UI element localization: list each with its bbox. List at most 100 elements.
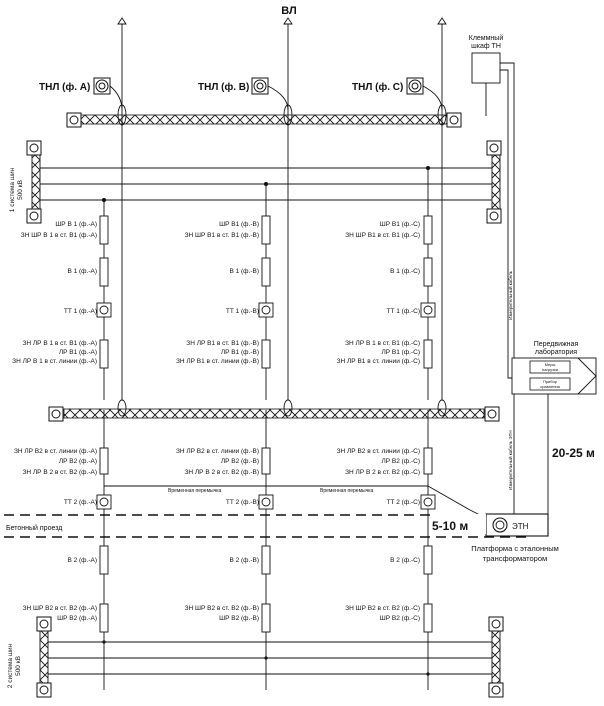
ct-tt1-a <box>96 302 112 318</box>
svg-text:сравнения: сравнения <box>540 384 560 389</box>
label-lr-v1-a-2: ЛР В1 (ф.-А) <box>59 349 97 356</box>
label-shr-v1-b-1: ШР В1 (ф.-В) <box>219 221 259 228</box>
label-v2-a: В 2 (ф.-А) <box>67 557 97 564</box>
label-lr-v1-b-3: ЗН ЛР В1 в ст. линии (ф.-В) <box>176 358 259 365</box>
label-tt1-c: ТТ 1 (ф.-С) <box>386 308 420 315</box>
disconnector-shr-v1-b <box>261 215 271 245</box>
columns-lower <box>96 447 436 633</box>
svg-text:500 кВ: 500 кВ <box>17 180 24 200</box>
svg-text:500 кВ: 500 кВ <box>15 656 22 676</box>
temp-jumper-label-1: Временная перемычка <box>168 488 221 494</box>
label-shr-v1-a-2: ЗН ШР В 1 в ст. В1 (ф.-А) <box>21 232 97 239</box>
label-v2-c: В 2 (ф.-С) <box>390 557 420 564</box>
cable-vertical-label: Измерительный кабель <box>507 270 513 320</box>
label-v1-a: В 1 (ф.-А) <box>67 268 97 275</box>
svg-text:Меры: Меры <box>545 362 556 367</box>
disconnector-lr-v2-b <box>261 447 271 475</box>
ct-tt1-c <box>420 302 436 318</box>
label-shr-v2-a-2: ШР В2 (ф.-А) <box>57 615 97 622</box>
svg-text:шкаф ТН: шкаф ТН <box>471 43 501 50</box>
label-shr-v2-c-1: ЗН ШР В2 в ст. В2 (ф.-С) <box>345 605 420 612</box>
label-lr-v1-c-3: ЗН ЛР В1 в ст. линии (ф.-С) <box>337 358 420 365</box>
middle-gantry <box>48 399 500 422</box>
platform-label-1: Платформа с эталонным <box>471 544 559 553</box>
reference-platform: ЭТН <box>485 513 549 537</box>
disconnector-shr-v2-a <box>99 603 109 633</box>
temp-jumper-label-2: Временная перемычка <box>320 488 373 494</box>
svg-text:Прибор: Прибор <box>543 379 558 384</box>
bus1-posts <box>26 140 502 224</box>
measurement-cable <box>500 62 526 379</box>
breaker-v2-a <box>99 545 109 575</box>
label-shr-v1-c-1: ШР В1 (ф.-С) <box>380 221 420 228</box>
label-lr-v1-b-1: ЗН ЛР В1 в ст. В1 (ф.-В) <box>186 340 259 347</box>
svg-text:2 система шин: 2 система шин <box>7 643 14 688</box>
label-shr-v2-b-2: ШР В2 (ф.-В) <box>219 615 259 622</box>
svg-text:1 система шин: 1 система шин <box>9 167 16 212</box>
label-tt1-a: ТТ 1 (ф.-А) <box>64 308 97 315</box>
label-shr-v2-c-2: ШР В2 (ф.-С) <box>380 615 420 622</box>
label-lr-v2-c-3: ЗН ЛР В 2 в ст. В2 (ф.-С) <box>345 469 420 476</box>
bus1-label: 1 система шин 500 кВ <box>9 167 24 212</box>
label-v1-b: В 1 (ф.-В) <box>229 268 259 275</box>
label-v2-b: В 2 (ф.-В) <box>229 557 259 564</box>
label-shr-v2-a-1: ЗН ШР В2 в ст. В2 (ф.-А) <box>23 605 97 612</box>
distance-long: 20-25 м <box>552 446 595 460</box>
label-tt2-a: ТТ 2 (ф.-А) <box>64 499 97 506</box>
ct-tt2-a <box>96 494 112 510</box>
etn-label: ЭТН <box>512 522 529 531</box>
disconnector-shr-v2-c <box>423 603 433 633</box>
disconnector-lr-v1-b <box>261 339 271 369</box>
label-tt1-b: ТТ 1 (ф.-В) <box>226 308 259 315</box>
svg-text:лаборатория: лаборатория <box>535 348 577 356</box>
gantry-post-right <box>446 112 462 128</box>
overhead-line-label: ВЛ <box>281 5 296 17</box>
label-lr-v2-b-1: ЗН ЛР В2 в ст. линии (ф.-В) <box>176 448 259 455</box>
breaker-v2-b <box>261 545 271 575</box>
ct-tt1-b <box>258 302 274 318</box>
distance-short: 5-10 м <box>432 519 468 533</box>
mobile-laboratory: Передвижная лаборатория Меры нагрузки Пр… <box>511 341 597 395</box>
label-shr-v1-b-2: ЗН ШР В1 в ст. В1 (ф.-В) <box>185 232 259 239</box>
label-lr-v1-b-2: ЛР В1 (ф.-В) <box>221 349 259 356</box>
breaker-v1-a <box>99 257 109 287</box>
disconnector-lr-v1-a <box>99 339 109 369</box>
label-lr-v2-a-1: ЗН ЛР В2 в ст. линии (ф.-А) <box>14 448 97 455</box>
equipment-labels: ШР В 1 (ф.-А)ЗН ШР В 1 в ст. В1 (ф.-А)В … <box>12 221 420 622</box>
label-shr-v1-c-2: ЗН ШР В1 в ст. В1 (ф.-С) <box>345 232 420 239</box>
bus-system-2 <box>39 629 501 687</box>
tnl-transformer-c <box>406 77 424 95</box>
svg-text:нагрузки: нагрузки <box>542 367 558 372</box>
disconnector-shr-v2-b <box>261 603 271 633</box>
disconnector-lr-v2-c <box>423 447 433 475</box>
label-lr-v1-a-3: ЗН ЛР В 1 в ст. линии (ф.-А) <box>12 358 97 365</box>
ct-tt2-c <box>420 494 436 510</box>
bus-taps <box>101 165 431 216</box>
label-lr-v2-b-3: ЗН ЛР В 2 в ст. В2 (ф.-В) <box>184 469 259 476</box>
disconnector-shr-v1-a <box>99 215 109 245</box>
label-lr-v1-a-1: ЗН ЛР В 1 в ст. В1 (ф.-А) <box>22 340 97 347</box>
tnl-label-c: ТНЛ (ф. С) <box>352 81 403 93</box>
label-v1-c: В 1 (ф.-С) <box>390 268 420 275</box>
terminal-cabinet: Клеммный шкаф ТН <box>469 34 503 116</box>
breaker-v1-c <box>423 257 433 287</box>
lab-cables <box>513 394 549 516</box>
bus2-posts <box>36 616 504 698</box>
label-shr-v2-b-1: ЗН ШР В2 в ст. В2 (ф.-В) <box>185 605 259 612</box>
label-tt2-c: ТТ 2 (ф.-С) <box>386 499 420 506</box>
breaker-v2-c <box>423 545 433 575</box>
bus2-taps <box>102 640 430 676</box>
label-lr-v1-c-2: ЛР В1 (ф.-С) <box>381 349 420 356</box>
label-lr-v2-a-2: ЛР В2 (ф.-А) <box>59 458 97 465</box>
breaker-v1-b <box>261 257 271 287</box>
ct-tt2-b <box>258 494 274 510</box>
platform-label-2: трансформатором <box>483 554 547 563</box>
gantry-post-left <box>66 112 82 128</box>
columns-upper <box>96 215 436 400</box>
tnl-transformer-a <box>93 77 111 95</box>
bus2-label: 2 система шин 500 кВ <box>7 643 22 688</box>
label-lr-v2-c-1: ЗН ЛР В2 в ст. линии (ф.-С) <box>337 448 420 455</box>
road-label: Бетонный проезд <box>6 524 62 532</box>
antenna-masts <box>117 17 447 25</box>
